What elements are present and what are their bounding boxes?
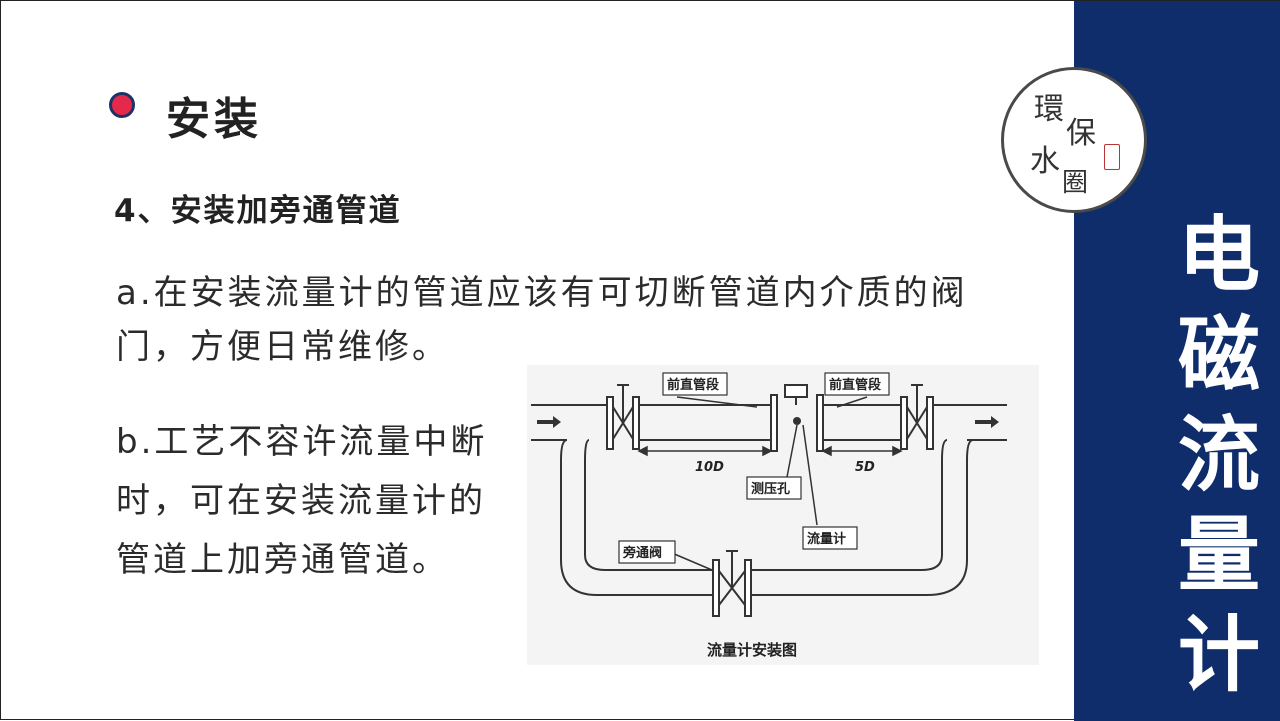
sidebar-title: 电 磁 流 量 计	[1169, 206, 1269, 706]
pipe-lines	[531, 404, 1007, 596]
sidebar-title-char: 计	[1177, 608, 1260, 703]
installation-diagram: 前直管段 前直管段 测压孔 流量计 旁通阀 10D 5D 流量计安装图	[527, 365, 1039, 665]
flow-arrows	[537, 416, 999, 428]
label-boxes	[618, 372, 890, 564]
paragraph-b: b.工艺不容许流量中断时，可在安装流量计的管道上加旁通管道。	[116, 422, 488, 580]
dimension-downstream: 5D	[855, 460, 875, 475]
dimension-upstream: 10D	[695, 460, 724, 475]
label-pressure-tap: 测压孔	[751, 481, 790, 497]
sidebar-title-char: 量	[1177, 508, 1260, 603]
paragraph-a: a.在安装流量计的管道应该有可切断管道内介质的阀门，方便日常维修。	[116, 273, 968, 367]
flowmeter	[770, 384, 824, 452]
section-subheading: 4、安装加旁通管道	[114, 193, 402, 229]
label-upstream: 前直管段	[667, 377, 719, 393]
label-flowmeter: 流量计	[807, 531, 846, 547]
brand-logo: 環 保 水 圈	[1001, 67, 1147, 213]
diagram-background	[527, 365, 1039, 665]
label-bypass-valve: 旁通阀	[622, 545, 662, 561]
page-title: 安装	[166, 94, 262, 145]
valves	[606, 384, 934, 617]
dimension-lines	[637, 396, 903, 571]
logo-char: 環	[1034, 92, 1064, 127]
diagram-caption: 流量计安装图	[707, 641, 797, 659]
logo-char: 保	[1066, 116, 1096, 151]
sidebar-title-char: 磁	[1177, 308, 1260, 403]
sidebar-title-char: 流	[1177, 408, 1260, 503]
label-downstream: 前直管段	[829, 377, 881, 393]
logo-char: 水	[1030, 144, 1060, 179]
logo-char: 圈	[1062, 168, 1089, 198]
seal-stamp	[1104, 144, 1120, 170]
bullet-icon	[109, 92, 135, 118]
sidebar-title-char: 电	[1177, 208, 1260, 303]
